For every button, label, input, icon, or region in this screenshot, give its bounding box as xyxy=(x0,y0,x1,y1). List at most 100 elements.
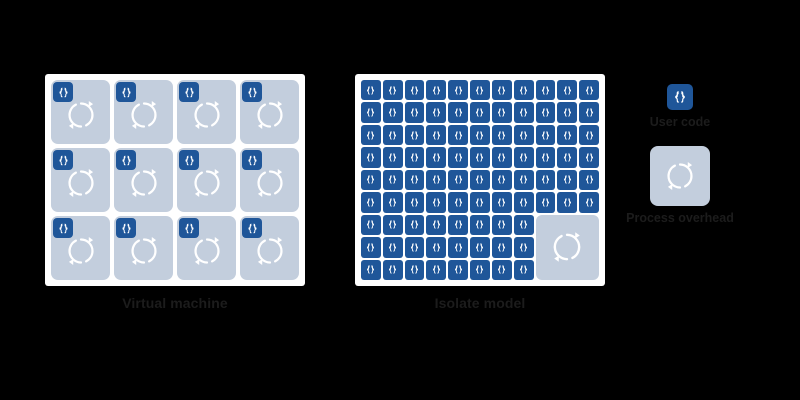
isolate-code-cell xyxy=(361,102,381,123)
isolate-code-cell xyxy=(491,259,512,280)
isolate-code-cell xyxy=(491,169,512,191)
isolate-code-cell xyxy=(426,192,447,213)
isolate-code-cell xyxy=(557,192,578,213)
process-overhead-icon xyxy=(253,166,287,200)
virtual-machine-tile xyxy=(177,80,236,144)
isolate-code-cell xyxy=(579,102,599,123)
process-overhead-icon xyxy=(127,166,161,200)
isolate-code-cell xyxy=(404,147,425,168)
isolate-code-cell xyxy=(448,214,469,236)
isolate-code-cell xyxy=(557,80,578,101)
caption-isolate-model: Isolate model xyxy=(434,295,526,311)
isolate-code-cell xyxy=(382,147,403,168)
code-badge-icon xyxy=(242,218,262,238)
code-badge-icon xyxy=(179,150,199,170)
isolate-code-cell xyxy=(382,124,403,146)
code-badge-icon xyxy=(116,218,136,238)
isolate-code-cell xyxy=(426,80,447,101)
isolate-code-cell xyxy=(470,237,490,258)
process-overhead-icon xyxy=(253,234,287,268)
legend-item-process-overhead: Process overhead xyxy=(600,146,760,225)
isolate-code-cell xyxy=(426,214,447,236)
isolate-code-cell xyxy=(426,102,447,123)
isolate-code-cell xyxy=(513,147,534,168)
isolate-code-cell xyxy=(404,192,425,213)
isolate-code-cell xyxy=(404,214,425,236)
virtual-machine-tile xyxy=(51,216,110,280)
isolate-code-cell xyxy=(491,237,512,258)
process-overhead-icon xyxy=(190,98,224,132)
isolate-code-cell xyxy=(361,124,381,146)
isolate-code-cell xyxy=(470,124,490,146)
virtual-machine-tile xyxy=(240,80,299,144)
code-badge-icon xyxy=(242,150,262,170)
isolate-code-cell xyxy=(557,147,578,168)
panel-isolate-model xyxy=(355,74,605,286)
isolate-code-cell xyxy=(426,147,447,168)
isolate-code-cell xyxy=(404,169,425,191)
code-badge-icon xyxy=(116,82,136,102)
isolate-code-cell xyxy=(491,147,512,168)
isolate-code-cell xyxy=(382,237,403,258)
virtual-machine-tile xyxy=(51,148,110,212)
isolate-code-cell xyxy=(448,147,469,168)
isolate-code-cell xyxy=(557,124,578,146)
isolate-code-cell xyxy=(448,102,469,123)
isolate-code-cell xyxy=(361,80,381,101)
isolate-code-cell xyxy=(361,237,381,258)
isolate-code-cell xyxy=(448,124,469,146)
virtual-machine-tile xyxy=(240,216,299,280)
process-overhead-tile xyxy=(650,146,710,206)
isolate-code-cell xyxy=(361,169,381,191)
isolate-code-cell xyxy=(382,80,403,101)
isolate-code-cell xyxy=(404,102,425,123)
virtual-machine-tile xyxy=(240,148,299,212)
code-badge-icon xyxy=(53,150,73,170)
process-overhead-icon xyxy=(549,229,585,265)
isolate-code-cell xyxy=(448,237,469,258)
code-badge-icon xyxy=(667,84,693,110)
process-overhead-icon xyxy=(663,159,697,193)
code-badge-icon xyxy=(179,82,199,102)
virtual-machine-tile xyxy=(177,148,236,212)
process-overhead-icon xyxy=(64,234,98,268)
legend-item-user-code: User code xyxy=(600,84,760,129)
isolate-code-cell xyxy=(426,259,447,280)
process-overhead-icon xyxy=(64,166,98,200)
process-overhead-icon xyxy=(64,98,98,132)
virtual-machine-tile xyxy=(51,80,110,144)
isolate-code-cell xyxy=(404,237,425,258)
isolate-code-cell xyxy=(361,214,381,236)
isolate-code-cell xyxy=(382,192,403,213)
isolate-model-grid xyxy=(361,80,599,280)
caption-virtual-machine: Virtual machine xyxy=(122,295,228,311)
isolate-process-overhead-tile xyxy=(535,214,599,280)
isolate-code-cell xyxy=(404,80,425,101)
isolate-code-cell xyxy=(470,259,490,280)
isolate-code-cell xyxy=(491,80,512,101)
process-overhead-icon xyxy=(127,234,161,268)
isolate-code-cell xyxy=(513,169,534,191)
isolate-code-cell xyxy=(535,169,556,191)
virtual-machine-tile xyxy=(177,216,236,280)
process-overhead-icon xyxy=(190,166,224,200)
isolate-code-cell xyxy=(470,147,490,168)
virtual-machine-grid xyxy=(51,80,299,280)
isolate-code-cell xyxy=(557,169,578,191)
code-badge-icon xyxy=(116,150,136,170)
isolate-code-cell xyxy=(470,169,490,191)
isolate-code-cell xyxy=(404,124,425,146)
code-badge-icon xyxy=(53,82,73,102)
legend-label-process-overhead: Process overhead xyxy=(626,211,734,225)
isolate-code-cell xyxy=(579,169,599,191)
isolate-code-cell xyxy=(579,192,599,213)
isolate-code-cell xyxy=(361,147,381,168)
virtual-machine-tile xyxy=(114,148,173,212)
isolate-code-cell xyxy=(513,124,534,146)
panel-virtual-machine xyxy=(45,74,305,286)
legend-label-user-code: User code xyxy=(649,115,711,129)
isolate-code-cell xyxy=(404,259,425,280)
isolate-code-cell xyxy=(382,259,403,280)
isolate-code-cell xyxy=(491,214,512,236)
